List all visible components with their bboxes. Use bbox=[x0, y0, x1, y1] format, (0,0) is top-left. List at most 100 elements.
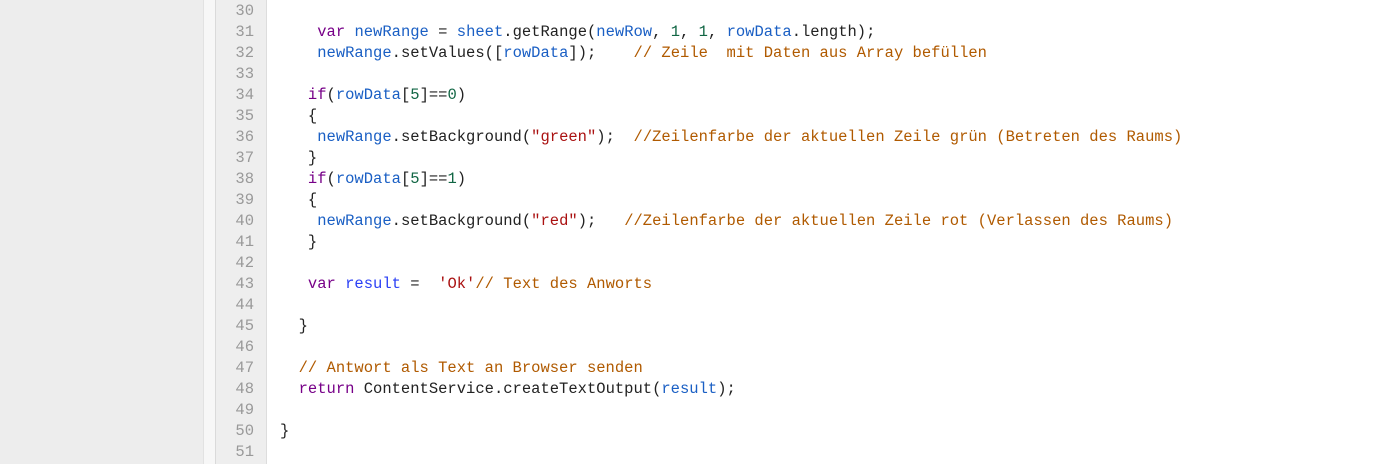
code-line[interactable]: } bbox=[267, 232, 1387, 253]
code-line[interactable] bbox=[267, 64, 1387, 85]
code-token-p: ( bbox=[326, 170, 336, 188]
code-line-text: newRange.setValues([rowData]); // Zeile … bbox=[280, 43, 987, 64]
line-number-row: 37 bbox=[216, 148, 266, 169]
code-token-p: ]); bbox=[568, 44, 634, 62]
code-token-p bbox=[280, 170, 308, 188]
code-line[interactable]: } bbox=[267, 421, 1387, 442]
code-line[interactable] bbox=[267, 1, 1387, 22]
code-line[interactable]: { bbox=[267, 190, 1387, 211]
code-token-p bbox=[280, 275, 308, 293]
code-line[interactable]: } bbox=[267, 148, 1387, 169]
line-number-row: 50 bbox=[216, 421, 266, 442]
code-line-text: return ContentService.createTextOutput(r… bbox=[280, 379, 736, 400]
code-line[interactable]: return ContentService.createTextOutput(r… bbox=[267, 379, 1387, 400]
line-number: 40 bbox=[235, 212, 254, 230]
code-line-text: } bbox=[280, 421, 289, 442]
code-line[interactable] bbox=[267, 442, 1387, 463]
code-line-text: { bbox=[280, 190, 317, 211]
code-token-p: ) bbox=[456, 170, 467, 188]
code-token-var: rowData bbox=[335, 86, 401, 104]
code-token-var: newRange bbox=[317, 212, 392, 230]
code-token-p: ]== bbox=[419, 86, 448, 104]
line-number: 31 bbox=[235, 23, 254, 41]
line-number: 51 bbox=[235, 443, 254, 461]
editor-margin bbox=[204, 0, 216, 464]
code-line-text: var result = 'Ok'// Text des Anworts bbox=[280, 274, 652, 295]
code-token-p bbox=[336, 275, 345, 293]
code-line[interactable]: if(rowData[5]==0) bbox=[267, 85, 1387, 106]
code-token-p bbox=[280, 212, 317, 230]
code-token-num: 1 bbox=[698, 23, 708, 41]
code-token-str: "green" bbox=[531, 128, 597, 146]
code-token-p bbox=[280, 359, 299, 377]
code-line-text: newRange.setBackground("red"); //Zeilenf… bbox=[280, 211, 1173, 232]
line-number-row: 48 bbox=[216, 379, 266, 400]
line-number: 50 bbox=[235, 422, 254, 440]
code-token-p: [ bbox=[400, 170, 411, 188]
code-token-num: 5 bbox=[410, 170, 420, 188]
line-number: 37 bbox=[235, 149, 254, 167]
code-token-var: newRow bbox=[596, 23, 653, 41]
code-line[interactable] bbox=[267, 337, 1387, 358]
code-line[interactable] bbox=[267, 400, 1387, 421]
code-token-p: ); bbox=[596, 128, 634, 146]
code-token-com: // Text des Anworts bbox=[475, 275, 653, 293]
code-token-kw: if bbox=[307, 86, 327, 104]
line-number-row: 35 bbox=[216, 106, 266, 127]
code-token-def: result bbox=[345, 275, 401, 293]
code-token-var: newRange bbox=[354, 23, 429, 41]
code-line[interactable]: if(rowData[5]==1) bbox=[267, 169, 1387, 190]
code-line[interactable]: newRange.setBackground("red"); //Zeilenf… bbox=[267, 211, 1387, 232]
code-line[interactable]: // Antwort als Text an Browser senden bbox=[267, 358, 1387, 379]
code-line[interactable] bbox=[267, 295, 1387, 316]
code-token-p: = bbox=[400, 275, 439, 293]
code-line-text: var newRange = sheet.getRange(newRow, 1,… bbox=[280, 22, 875, 43]
code-editor[interactable]: var newRange = sheet.getRange(newRow, 1,… bbox=[267, 0, 1387, 464]
code-line-text: newRange.setBackground("green"); //Zeile… bbox=[280, 127, 1182, 148]
code-token-num: 1 bbox=[670, 23, 681, 41]
code-token-p bbox=[280, 128, 317, 146]
code-token-var: sheet bbox=[456, 23, 504, 41]
line-number: 42 bbox=[235, 254, 254, 272]
code-token-p: ]== bbox=[419, 170, 448, 188]
code-line[interactable]: var result = 'Ok'// Text des Anworts bbox=[267, 274, 1387, 295]
line-number-row: 32 bbox=[216, 43, 266, 64]
code-line[interactable] bbox=[267, 253, 1387, 274]
code-line[interactable]: } bbox=[267, 316, 1387, 337]
code-token-p bbox=[280, 44, 317, 62]
code-token-p: } bbox=[280, 422, 290, 440]
code-line-text: } bbox=[280, 316, 308, 337]
code-token-kw: var bbox=[307, 275, 336, 293]
line-number-row: 51 bbox=[216, 442, 266, 463]
code-line[interactable]: newRange.setBackground("green"); //Zeile… bbox=[267, 127, 1387, 148]
line-number-row: 41 bbox=[216, 232, 266, 253]
code-line[interactable]: { bbox=[267, 106, 1387, 127]
code-token-p: .setBackground( bbox=[391, 128, 532, 146]
line-number-row: 49 bbox=[216, 400, 266, 421]
line-number: 46 bbox=[235, 338, 254, 356]
line-number-row: 39 bbox=[216, 190, 266, 211]
code-token-p bbox=[280, 86, 308, 104]
line-number-row: 40 bbox=[216, 211, 266, 232]
code-line[interactable]: var newRange = sheet.getRange(newRow, 1,… bbox=[267, 22, 1387, 43]
code-line-text: } bbox=[280, 232, 317, 253]
line-number: 32 bbox=[235, 44, 254, 62]
code-token-p: ( bbox=[326, 86, 336, 104]
code-token-com: //Zeilenfarbe der aktuellen Zeile rot (V… bbox=[624, 212, 1173, 230]
line-number-row: 30 bbox=[216, 1, 266, 22]
line-number-row: 36 bbox=[216, 127, 266, 148]
line-number: 49 bbox=[235, 401, 254, 419]
code-line[interactable]: newRange.setValues([rowData]); // Zeile … bbox=[267, 43, 1387, 64]
code-token-kw: var bbox=[317, 23, 346, 41]
line-number-row: 34 bbox=[216, 85, 266, 106]
line-number-row: 43 bbox=[216, 274, 266, 295]
line-number: 41 bbox=[235, 233, 254, 251]
code-token-p: } bbox=[280, 233, 318, 251]
line-number: 34 bbox=[235, 86, 254, 104]
left-panel bbox=[0, 0, 204, 464]
line-number: 45 bbox=[235, 317, 254, 335]
code-token-com: //Zeilenfarbe der aktuellen Zeile grün (… bbox=[633, 128, 1183, 146]
line-number: 43 bbox=[235, 275, 254, 293]
code-token-com: // Antwort als Text an Browser senden bbox=[298, 359, 643, 377]
line-number: 36 bbox=[235, 128, 254, 146]
